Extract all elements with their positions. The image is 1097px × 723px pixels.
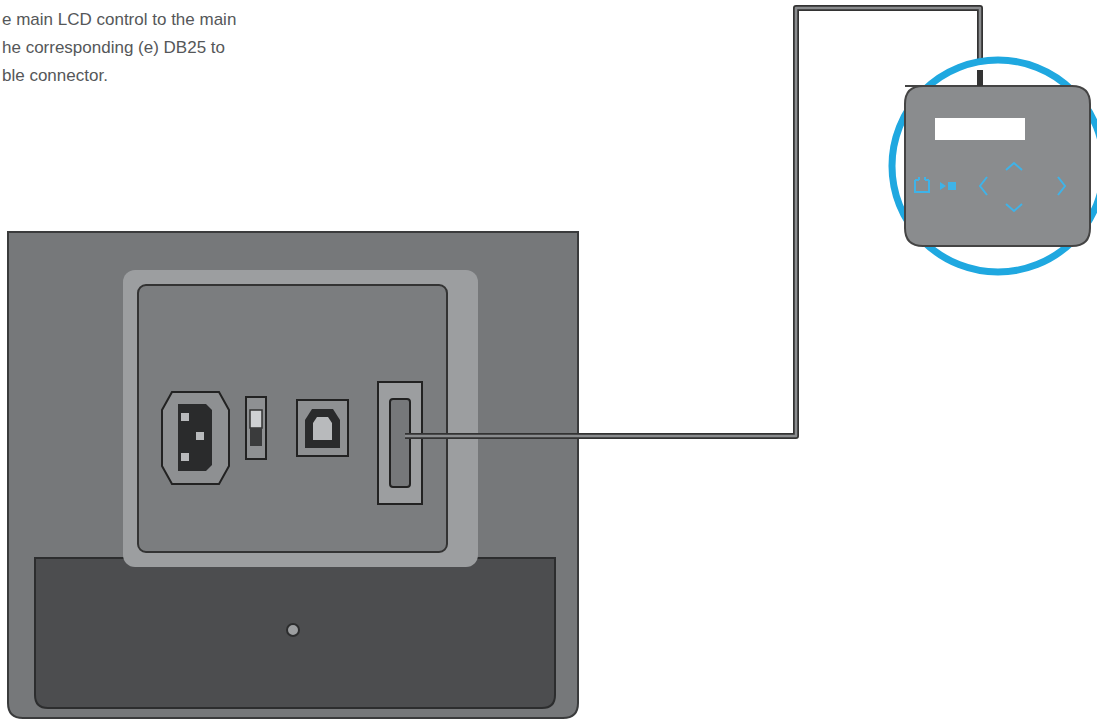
screw-hole: [287, 624, 299, 636]
switch-rocker: [250, 428, 262, 446]
lcd-display: [935, 118, 1025, 140]
cable-end: [977, 70, 983, 86]
power-pin: [196, 432, 204, 440]
usb-b-tongue: [313, 417, 332, 440]
usb-b-socket: [305, 409, 340, 448]
cable-core: [405, 8, 980, 436]
instruction-text: ble connector.: [2, 65, 108, 87]
power-pin: [181, 413, 189, 421]
switch-rocker: [250, 410, 262, 428]
db25-slot: [390, 399, 410, 487]
connector-panel-frame: [123, 270, 478, 567]
instruction-text: e main LCD control to the main: [2, 9, 236, 31]
power-pin: [181, 453, 189, 461]
usb-b-port: [297, 400, 348, 456]
power-inlet: [162, 392, 229, 484]
callout-circle: [892, 60, 1097, 272]
instruction-text: he corresponding (e) DB25 to: [2, 37, 225, 59]
lcd-controller: [905, 86, 1090, 246]
stop-icon: [948, 182, 956, 190]
power-inlet-socket: [178, 404, 212, 471]
cable: [405, 8, 980, 436]
connector-panel: [138, 285, 447, 552]
device-base: [35, 558, 555, 708]
power-switch: [246, 397, 266, 459]
play-icon: [940, 182, 946, 190]
control-buttons: [915, 163, 1065, 211]
device-body: [8, 232, 578, 718]
db25-port: [378, 382, 422, 504]
